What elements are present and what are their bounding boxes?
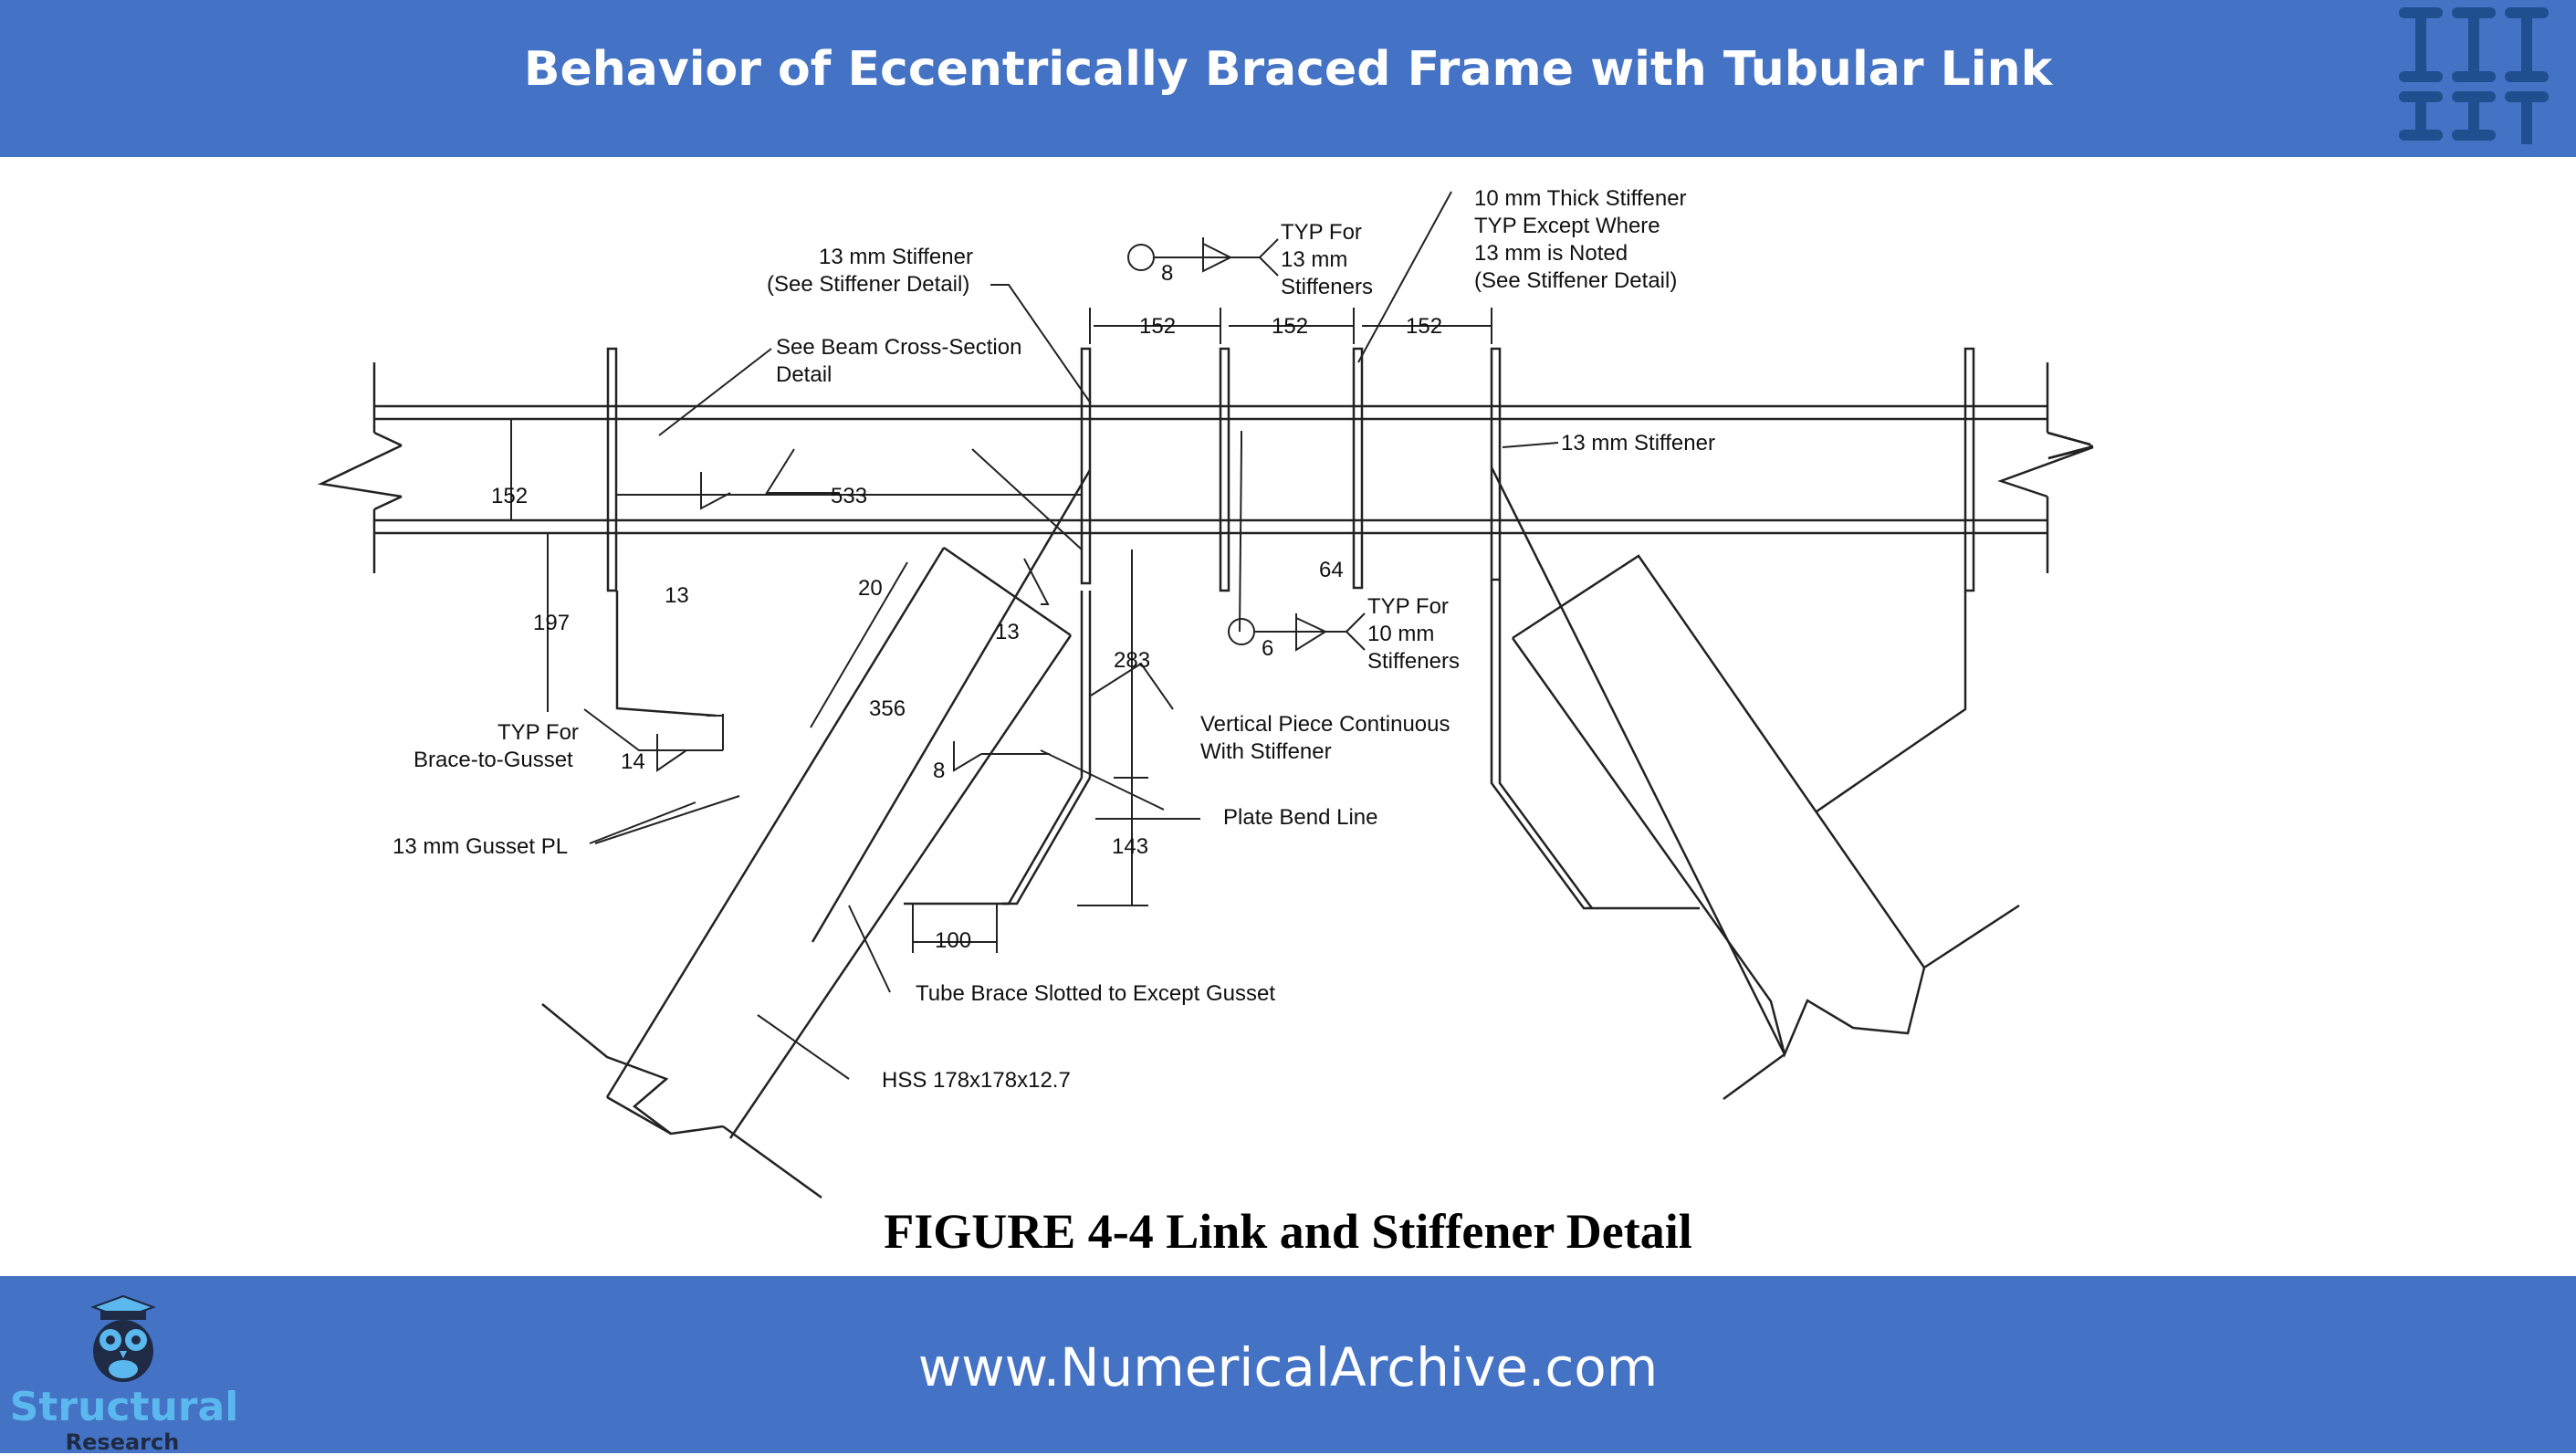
left-brace: [541, 469, 1092, 1199]
link-stiffener-drawing: 13 mm Stiffener (See Stiffener Detail) S…: [317, 186, 2094, 1199]
stiffener-13-top-label: 13 mm Stiffener: [819, 245, 973, 269]
brand-subtitle: Research: [65, 1429, 180, 1455]
weld-13-label: 13: [665, 583, 689, 608]
plate-bend-line-label: Plate Bend Line: [1223, 805, 1377, 830]
institution-logo-icon: [2399, 7, 2549, 144]
owl-icon: [90, 1294, 156, 1382]
stiffeners-2-label: Stiffeners: [1367, 649, 1460, 674]
vertical-piece-label: Vertical Piece Continuous: [1200, 712, 1450, 737]
header-banner: Behavior of Eccentrically Braced Frame w…: [0, 0, 2576, 157]
weld-8-low-label: 8: [933, 759, 945, 783]
dim-152-b-label: 152: [1272, 314, 1308, 339]
leader-lines: [589, 191, 1559, 1080]
typ-except-where-label: TYP Except Where: [1474, 214, 1660, 238]
with-stiffener-label: With Stiffener: [1200, 739, 1332, 764]
right-gusset-and-brace: [1490, 466, 2020, 1101]
brace-to-gusset-label: Brace-to-Gusset: [414, 748, 573, 772]
gusset-pl-label: 13 mm Gusset PL: [393, 834, 568, 859]
weld-14-label: 14: [621, 749, 645, 774]
stiffeners-1-label: Stiffeners: [1281, 275, 1373, 299]
dim-197-label: 197: [533, 611, 570, 635]
dim-152-depth-label: 152: [491, 484, 528, 508]
see-stiffener-detail-2-label: (See Stiffener Detail): [1474, 268, 1677, 293]
thick-stiffener-10-label: 10 mm Thick Stiffener: [1474, 186, 1687, 211]
dim-356-label: 356: [869, 696, 906, 721]
detail-label: Detail: [776, 362, 832, 387]
stiffeners: [606, 347, 1975, 592]
see-stiffener-detail-1-label: (See Stiffener Detail): [767, 272, 969, 297]
beam: [317, 362, 2094, 573]
hss-label: HSS 178x178x12.7: [882, 1068, 1071, 1093]
brand-logo: Structural Research: [0, 1285, 246, 1455]
dim-143-label: 143: [1112, 834, 1148, 859]
figure-caption: FIGURE 4-4 Link and Stiffener Detail: [884, 1204, 1692, 1259]
weld-symbols: [583, 237, 1366, 772]
left-gusset: [615, 591, 1092, 905]
dim-64-label: 64: [1319, 558, 1344, 582]
page-title: Behavior of Eccentrically Braced Frame w…: [523, 42, 2053, 97]
mm-10-label: 10 mm: [1367, 622, 1434, 646]
website-url[interactable]: www.NumericalArchive.com: [917, 1336, 1659, 1398]
brand-name: Structural: [9, 1384, 239, 1430]
dim-100-label: 100: [935, 928, 971, 953]
dim-152-a-label: 152: [1139, 314, 1176, 339]
annotation-text: 13 mm Stiffener (See Stiffener Detail) S…: [393, 186, 1715, 1093]
typ-for-1-label: TYP For: [1281, 220, 1362, 245]
typ-for-3-label: TYP For: [497, 720, 579, 745]
see-beam-cross-section-label: See Beam Cross-Section: [776, 335, 1021, 360]
weld-6-label: 6: [1262, 636, 1273, 661]
typ-for-2-label: TYP For: [1367, 594, 1449, 619]
dim-20-label: 20: [858, 576, 883, 601]
tube-brace-slotted-label: Tube Brace Slotted to Except Gusset: [916, 981, 1275, 1006]
weld-8-top-label: 8: [1161, 261, 1173, 286]
stiffener-13-right-label: 13 mm Stiffener: [1561, 431, 1715, 455]
mm13-is-noted-label: 13 mm is Noted: [1474, 241, 1628, 266]
dimension-lines: [510, 308, 1492, 953]
dim-152-c-label: 152: [1406, 314, 1442, 339]
mm-13-label: 13 mm: [1281, 247, 1347, 272]
dim-13-b-label: 13: [995, 620, 1020, 644]
footer-banner: www.NumericalArchive.com Structural Rese…: [0, 1276, 2576, 1455]
link-vertical-piece: [1080, 591, 1092, 778]
dim-283-label: 283: [1114, 648, 1150, 673]
dim-533-label: 533: [831, 484, 867, 508]
